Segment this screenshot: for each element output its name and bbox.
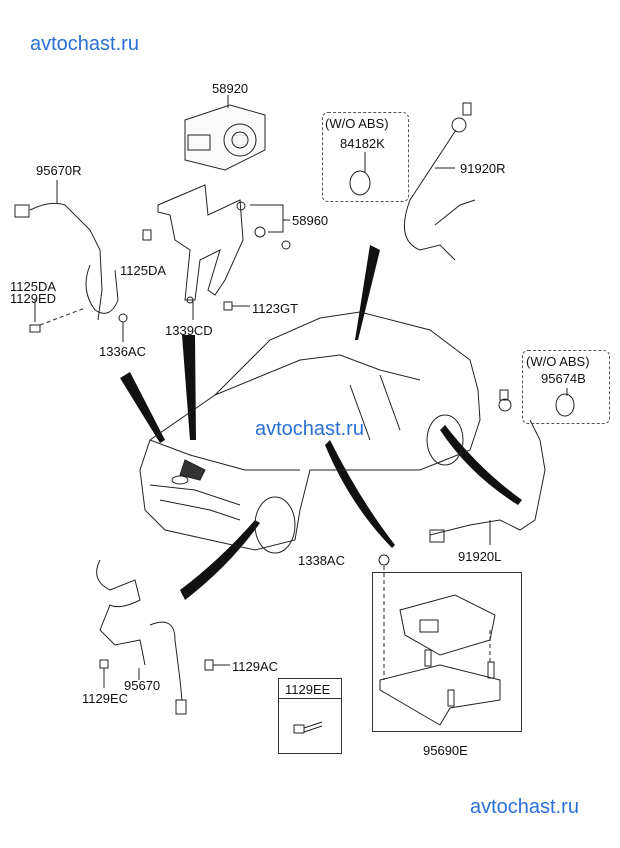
- leader-arrows: [120, 245, 522, 600]
- part-label-1336ac: 1336AC: [99, 344, 146, 359]
- part-label-1129ed: 1129ED: [10, 291, 57, 306]
- car-outline: [139, 311, 481, 554]
- part-label-84182k: 84182K: [340, 136, 385, 151]
- rear-right-cable: [403, 102, 476, 261]
- part-label-1129ec: 1129EC: [82, 691, 129, 706]
- option-condition-label: (W/O ABS): [526, 354, 590, 369]
- part-label-95674b: 95674B: [541, 371, 586, 386]
- rear-left-cable: [429, 389, 546, 545]
- option-box-95674b: [522, 350, 610, 424]
- part-label-95670: 95670: [124, 678, 161, 693]
- box-95690e: [372, 572, 522, 732]
- part-label-91920r: 91920R: [460, 161, 506, 176]
- bolt-1129ee: [293, 721, 323, 734]
- box-1129ee: [278, 678, 342, 754]
- part-label-1339cd: 1339CD: [165, 323, 213, 338]
- part-label-58960: 58960: [292, 213, 329, 228]
- plug-84182k: [349, 170, 371, 196]
- part-label-1125da: 1125DA: [10, 279, 57, 294]
- option-condition-label: (W/O ABS): [325, 116, 389, 131]
- g-sensor-assembly: [378, 554, 501, 726]
- part-label-91920l: 91920L: [458, 549, 502, 564]
- part-label-1129ee: 1129EE: [285, 682, 331, 697]
- part-label-58920: 58920: [212, 81, 249, 96]
- front-left-sensor: [96, 559, 230, 715]
- front-right-sensor: [14, 180, 128, 342]
- part-label-95670r: 95670R: [36, 163, 82, 178]
- part-label-95690e: 95690E: [423, 743, 468, 758]
- hecu-unit: [184, 95, 266, 171]
- watermark-center: avtochast.ru: [255, 418, 364, 440]
- divider: [278, 698, 341, 699]
- bracket: [142, 184, 291, 320]
- watermark-bottom: avtochast.ru: [470, 796, 579, 818]
- part-label-1338ac: 1338AC: [298, 553, 345, 568]
- plug-95674b: [555, 393, 575, 417]
- part-label-1123gt: 1123GT: [252, 301, 299, 316]
- option-box-84182k: [322, 112, 409, 202]
- part-label-1129ac: 1129AC: [232, 659, 279, 674]
- part-label-1125da: 1125DA: [120, 263, 167, 278]
- watermark-top: avtochast.ru: [30, 33, 139, 55]
